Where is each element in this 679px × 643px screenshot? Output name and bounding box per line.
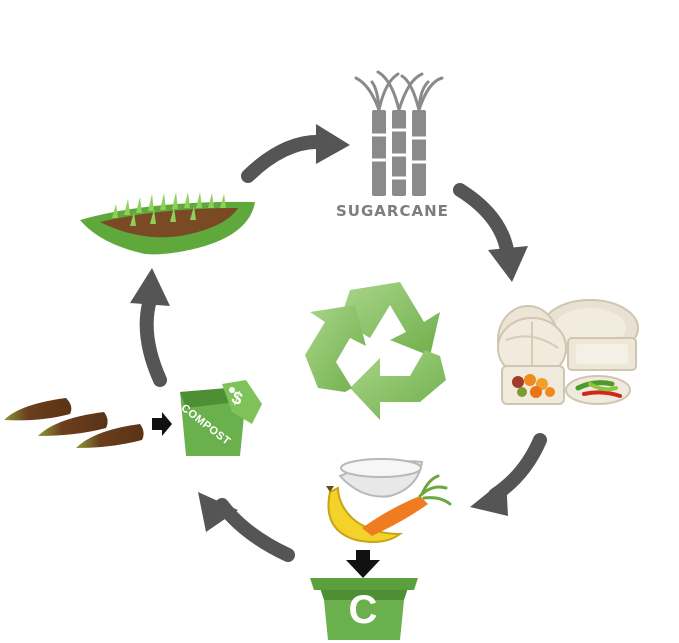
soil-rows-icon (4, 398, 144, 448)
cycle-arrow-field-to-sugarcane (241, 124, 350, 183)
arrow-into-compost (152, 412, 172, 436)
cycle-arrow-compost-to-field (130, 268, 170, 387)
down-arrow-to-bin (346, 550, 380, 578)
cycle-arrow-sugarcane-to-tableware (453, 183, 528, 282)
cycle-arrow-bin-to-compost (198, 492, 295, 562)
tableware-icon (497, 299, 639, 405)
planted-field-icon (80, 192, 255, 255)
compost-bin-icon (310, 578, 418, 640)
recycle-icon (305, 282, 446, 420)
sugarcane-icon (354, 70, 444, 196)
compost-bag-icon (180, 380, 262, 456)
cycle-arrow-tableware-to-waste (470, 433, 547, 516)
compost-bin-label: C (348, 588, 378, 632)
sugarcane-label: SUGARCANE (336, 202, 449, 220)
food-waste-icon (326, 458, 452, 543)
